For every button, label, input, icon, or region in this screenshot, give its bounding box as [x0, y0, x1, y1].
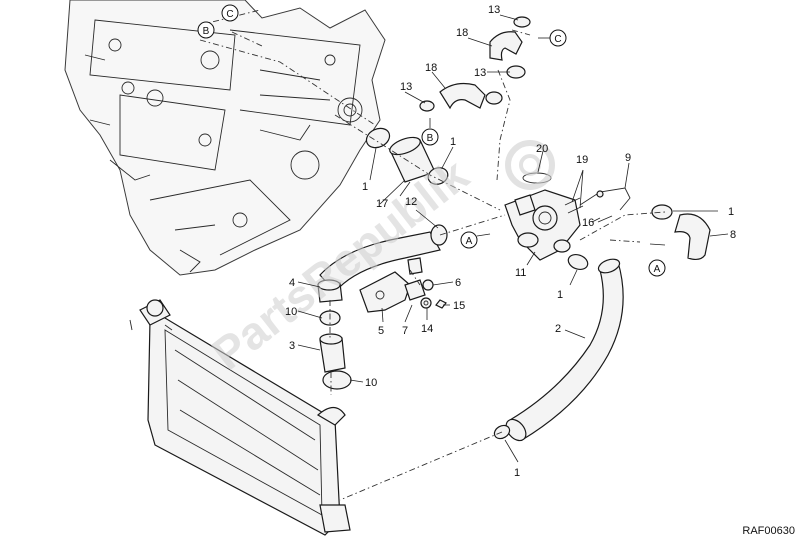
label-part-1-a: 1	[362, 181, 368, 193]
hose-2	[509, 261, 624, 441]
leader-lines	[297, 14, 729, 463]
connector-C-2: C	[554, 34, 561, 45]
label-part-5: 5	[378, 325, 384, 337]
label-part-16: 16	[582, 217, 594, 229]
label-part-20: 20	[536, 143, 548, 155]
hose-8	[674, 213, 711, 261]
label-part-6: 6	[455, 277, 461, 289]
hoses	[317, 31, 711, 442]
engine-block	[64, 0, 386, 276]
label-part-4: 4	[289, 277, 295, 289]
label-part-2: 2	[555, 323, 561, 335]
label-part-1-d: 1	[728, 206, 734, 218]
label-part-1-e: 1	[514, 467, 520, 479]
label-part-1-c: 1	[557, 289, 563, 301]
label-part-7: 7	[402, 325, 408, 337]
label-part-11: 11	[515, 267, 526, 279]
connector-C-1: C	[226, 9, 233, 20]
hose-18-b	[489, 31, 523, 61]
label-part-1-b: 1	[450, 136, 456, 148]
label-part-19: 19	[576, 154, 588, 166]
connector-B-2: B	[427, 133, 434, 144]
label-part-12: 12	[405, 196, 417, 208]
label-part-14: 14	[421, 323, 433, 335]
part-labels: 1 1 1 1 1 2 3 4 5 6 7 8 9 10 10 11 12 13…	[285, 4, 736, 479]
connector-B-1: B	[203, 26, 210, 37]
connector-markers: A A B B C C	[197, 4, 666, 277]
hose-18-a	[439, 82, 486, 110]
label-part-13-a: 13	[488, 4, 500, 16]
clamps	[319, 16, 673, 440]
connector-A-2: A	[654, 264, 661, 275]
label-part-18-a: 18	[456, 27, 468, 39]
label-part-9: 9	[625, 152, 631, 164]
diagram-reference-code: RAF00630	[742, 525, 795, 537]
label-part-18-b: 18	[425, 62, 437, 74]
label-part-10-b: 10	[365, 377, 377, 389]
label-part-8: 8	[730, 229, 736, 241]
label-part-10-a: 10	[285, 306, 297, 318]
label-part-13-b: 13	[474, 67, 486, 79]
center-lines	[199, 9, 666, 501]
label-part-15: 15	[453, 300, 465, 312]
watermark-gear-icon	[505, 140, 555, 190]
bracket-assembly	[359, 257, 447, 313]
label-part-13-c: 13	[400, 81, 412, 93]
radiator	[129, 299, 351, 536]
label-part-3: 3	[289, 340, 295, 352]
label-part-17: 17	[376, 198, 388, 210]
connector-A-1: A	[466, 236, 473, 247]
